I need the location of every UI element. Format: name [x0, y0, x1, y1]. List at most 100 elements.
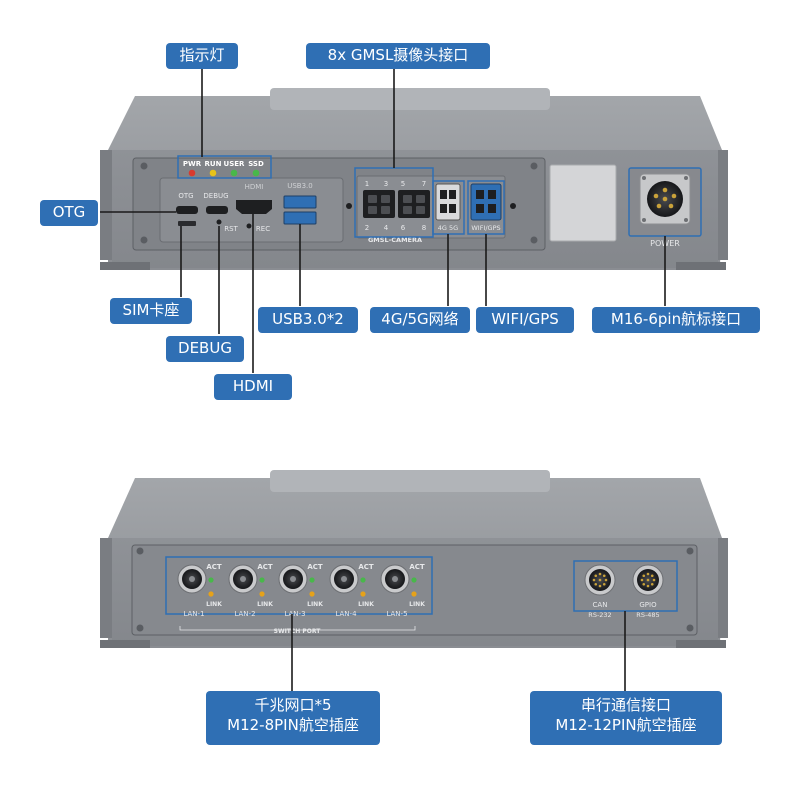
bottom-device-ridge	[270, 470, 550, 492]
lan-connector-key	[290, 576, 296, 582]
lan-act-led	[208, 577, 214, 583]
callout-lan-line1: 千兆网口*5	[254, 696, 332, 714]
debug-port-label: DEBUG	[203, 192, 228, 200]
lan-highlight-box	[165, 556, 433, 615]
screw	[140, 162, 148, 170]
lan-act-label: ACT	[257, 563, 273, 571]
led-user	[230, 169, 238, 177]
screw	[530, 162, 538, 170]
indicator-leds: PWR RUN USER SSD	[183, 160, 264, 177]
lte-port-label: 4G 5G	[438, 224, 458, 232]
lan-act-led	[411, 577, 417, 583]
serial-pin	[646, 572, 650, 576]
serial-pin	[604, 578, 608, 582]
otg-port	[176, 206, 198, 214]
top-right-fin	[716, 150, 728, 260]
lan-connector-key	[189, 576, 195, 582]
callout-wifi: WIFI/GPS	[476, 307, 574, 333]
callout-sim: SIM卡座	[110, 298, 192, 324]
indicator-label-user: USER	[224, 160, 246, 168]
power-flange-screw	[684, 218, 688, 222]
lan-link-label: LINK	[409, 601, 425, 608]
lan-act-label: ACT	[409, 563, 425, 571]
wifi-pin	[488, 204, 496, 213]
callout-lan: 千兆网口*5 M12-8PIN航空插座	[206, 691, 380, 745]
lan-link-led	[259, 591, 265, 597]
serial-pin	[642, 582, 646, 586]
usb-port-2	[283, 211, 317, 225]
camera-number: 8	[422, 224, 426, 232]
callout-serial: 串行通信接口 M12-12PIN航空插座	[530, 691, 722, 745]
lte-pin	[449, 190, 456, 199]
lan-link-led	[411, 591, 417, 597]
wifi-connector	[470, 183, 502, 221]
serial-port-label: GPIO	[639, 601, 657, 609]
sim-slot	[178, 221, 196, 226]
rst-label: RST	[224, 225, 238, 233]
callout-serial-line2: M12-12PIN航空插座	[555, 716, 697, 734]
gmsl-panel-screw	[510, 203, 516, 209]
lan-connector-key	[392, 576, 398, 582]
otg-port-label: OTG	[178, 192, 193, 200]
foot	[100, 640, 150, 648]
lan-link-led	[208, 591, 214, 597]
indicator-highlight-box	[177, 155, 272, 179]
lan-link-led	[309, 591, 315, 597]
serial-pin	[594, 582, 598, 586]
camera-number: 6	[401, 224, 406, 232]
power-flange-screw	[642, 176, 646, 180]
gmsl-panel-screw	[346, 203, 352, 209]
callout-hdmi: HDMI	[214, 374, 292, 400]
callout-serial-line1: 串行通信接口	[580, 696, 671, 714]
screw	[530, 236, 538, 244]
top-left-fin	[100, 150, 112, 260]
lan-port-label: LAN-1	[183, 610, 204, 618]
lte-pin	[440, 204, 447, 213]
indicator-label-run: RUN	[205, 160, 222, 168]
screw	[686, 624, 694, 632]
lan-port-label: LAN-2	[234, 610, 255, 618]
foot	[676, 262, 726, 270]
callout-otg: OTG	[40, 200, 98, 226]
lan-act-led	[309, 577, 315, 583]
bottom-io-panel	[131, 544, 698, 636]
gmsl-connector-1	[363, 190, 395, 218]
top-device: PWR RUN USER SSD OTG DEBUG RST HDMI REC …	[100, 88, 728, 270]
led-pwr	[188, 169, 196, 177]
screw	[136, 624, 144, 632]
foot	[100, 262, 150, 270]
serial-pin	[640, 578, 644, 582]
lan-link-led	[360, 591, 366, 597]
screw	[686, 547, 694, 555]
camera-number: 4	[384, 224, 389, 232]
callout-debug: DEBUG	[166, 336, 244, 362]
camera-number: 3	[384, 180, 388, 188]
wifi-pin	[476, 204, 484, 213]
blank-cover-plate	[549, 164, 617, 242]
top-device-ridge	[270, 88, 550, 110]
callout-lan-line2: M12-8PIN航空插座	[227, 716, 359, 734]
lan-port-label: LAN-4	[335, 610, 357, 618]
lan-act-led	[259, 577, 265, 583]
gmsl-pins	[368, 195, 425, 214]
led-run	[209, 169, 217, 177]
leader-lines	[100, 68, 666, 691]
lan-link-label: LINK	[307, 601, 323, 608]
indicator-label-ssd: SSD	[248, 160, 264, 168]
hdmi-port	[236, 200, 272, 214]
serial-pin	[598, 584, 602, 588]
lan-port-label: LAN-3	[284, 610, 305, 618]
power-connector-pins	[653, 187, 677, 209]
callout-usb: USB3.0*2	[258, 307, 358, 333]
hdmi-port-label: HDMI	[245, 183, 264, 191]
serial-pin	[646, 584, 650, 588]
lan-act-label: ACT	[206, 563, 222, 571]
